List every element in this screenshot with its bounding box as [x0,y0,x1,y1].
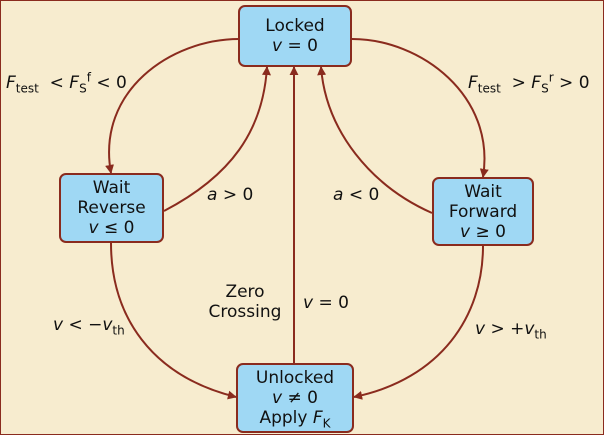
state-wait-forward-cond: ≥ 0 [470,221,506,242]
arrow-reverse-to-locked [163,66,271,212]
label-forward-to-locked: a < 0 [333,185,380,205]
arrow-reverse-to-unlocked [110,242,237,400]
label-reverse-to-locked: a > 0 [207,185,254,205]
label-forward-to-unlocked: v > +vth [475,319,547,342]
state-unlocked-title: Unlocked [255,368,335,388]
label-locked-to-forward: Ftest > FSr > 0 [468,70,590,96]
arrow-locked-to-reverse [105,38,240,174]
label-zero-crossing: Zero Crossing [208,282,282,322]
state-wait-forward: Wait Forward v ≥ 0 [432,177,534,246]
state-locked-cond: = 0 [282,36,318,56]
state-unlocked-apply: Apply [259,408,313,428]
state-wait-reverse-title: Wait [92,178,131,198]
state-unlocked-var: v [272,388,283,408]
label-reverse-to-unlocked: v < −vth [53,315,125,338]
state-unlocked-force: F [312,408,323,428]
state-unlocked-cond: ≠ 0 [282,388,318,408]
state-unlocked: Unlocked v ≠ 0 Apply FK [236,363,354,433]
state-wait-reverse: Wait Reverse v ≤ 0 [59,173,164,243]
state-locked-title: Locked [265,16,325,36]
state-wait-reverse-title2: Reverse [77,198,146,218]
arrow-forward-to-locked [317,66,433,214]
arrow-forward-to-unlocked [353,245,484,400]
label-unlocked-to-locked: v = 0 [303,293,349,313]
state-wait-forward-var: v [460,221,471,242]
state-locked: Locked v = 0 [238,5,352,67]
state-locked-var: v [272,36,283,56]
state-wait-reverse-cond: ≤ 0 [98,218,135,238]
state-wait-reverse-var: v [88,218,99,238]
label-locked-to-reverse: Ftest < FSf < 0 [6,70,127,96]
state-unlocked-force-sub: K [322,416,331,431]
arrow-locked-to-forward [351,38,489,178]
state-wait-forward-title: Wait [464,181,502,202]
state-wait-forward-title2: Forward [448,201,518,222]
